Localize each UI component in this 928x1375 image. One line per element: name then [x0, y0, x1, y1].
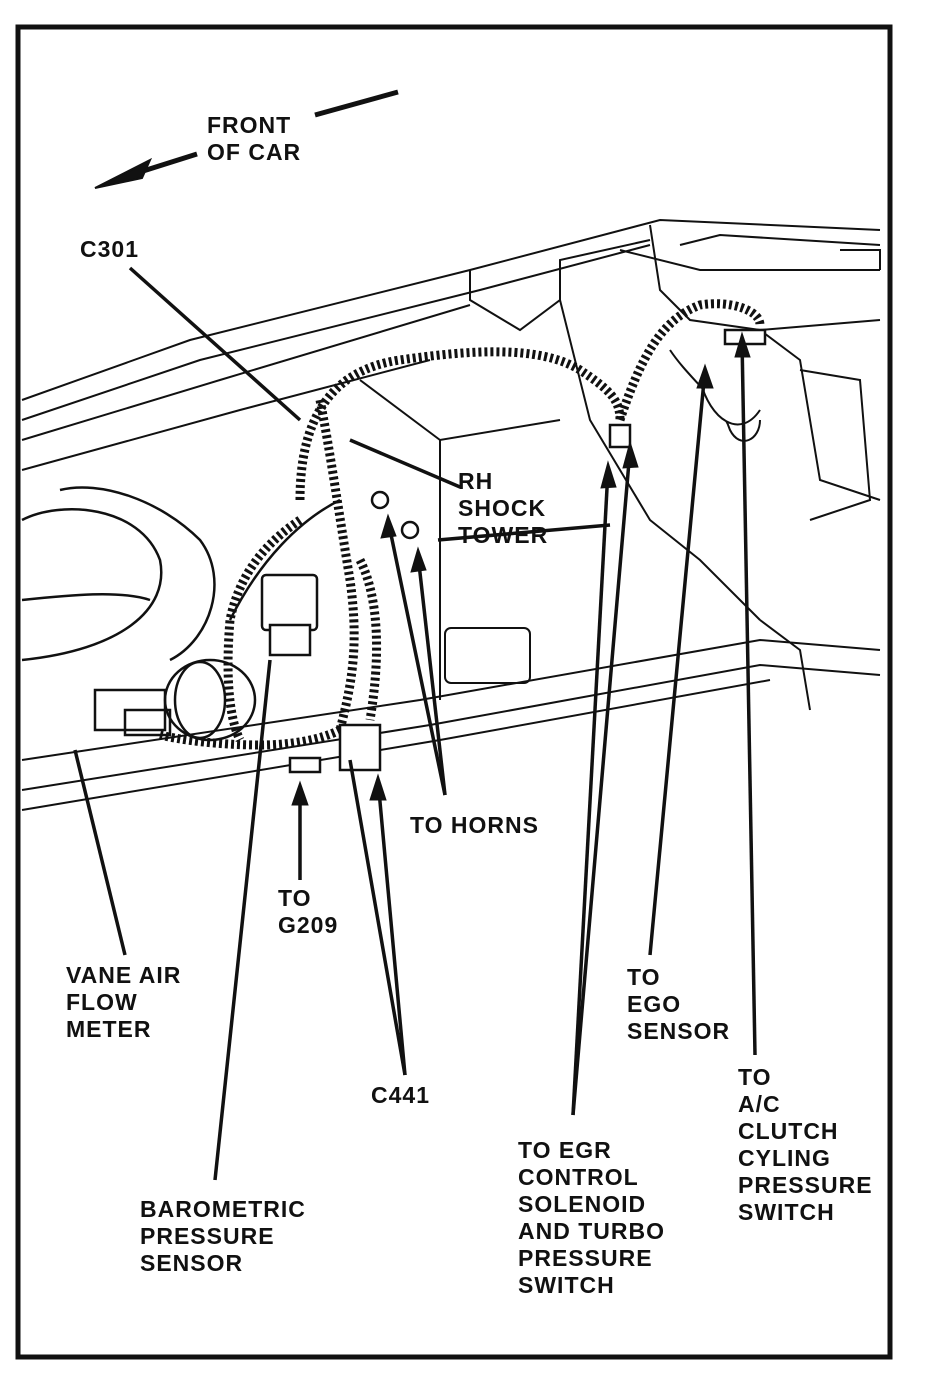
- diagram-frame: [15, 24, 893, 1360]
- rh-shock-tower-label: RH SHOCK TOWER: [458, 468, 549, 548]
- front-of-car-label: FRONT OF CAR: [207, 112, 302, 165]
- c441-label: C441: [371, 1082, 430, 1108]
- vane-air-flow-meter-label: VANE AIR FLOW METER: [66, 962, 182, 1042]
- barometric-pressure-sensor-label: BAROMETRIC PRESSURE SENSOR: [140, 1196, 306, 1276]
- fender-structure: [21, 218, 881, 811]
- to-egr-label: TO EGR CONTROL SOLENOID AND TURBO PRESSU…: [518, 1137, 665, 1298]
- front-arrow: [94, 89, 399, 189]
- c301-label: C301: [80, 236, 139, 262]
- to-g209-label: TO G209: [278, 885, 339, 938]
- connectors: [260, 328, 767, 774]
- to-ego-sensor-label: TO EGO SENSOR: [627, 964, 731, 1044]
- arrowheads: [291, 331, 751, 806]
- wiring-harness: [158, 299, 765, 750]
- to-horns-label: TO HORNS: [410, 812, 539, 838]
- to-ac-clutch-label: TO A/C CLUTCH CYLING PRESSURE SWITCH: [738, 1064, 873, 1225]
